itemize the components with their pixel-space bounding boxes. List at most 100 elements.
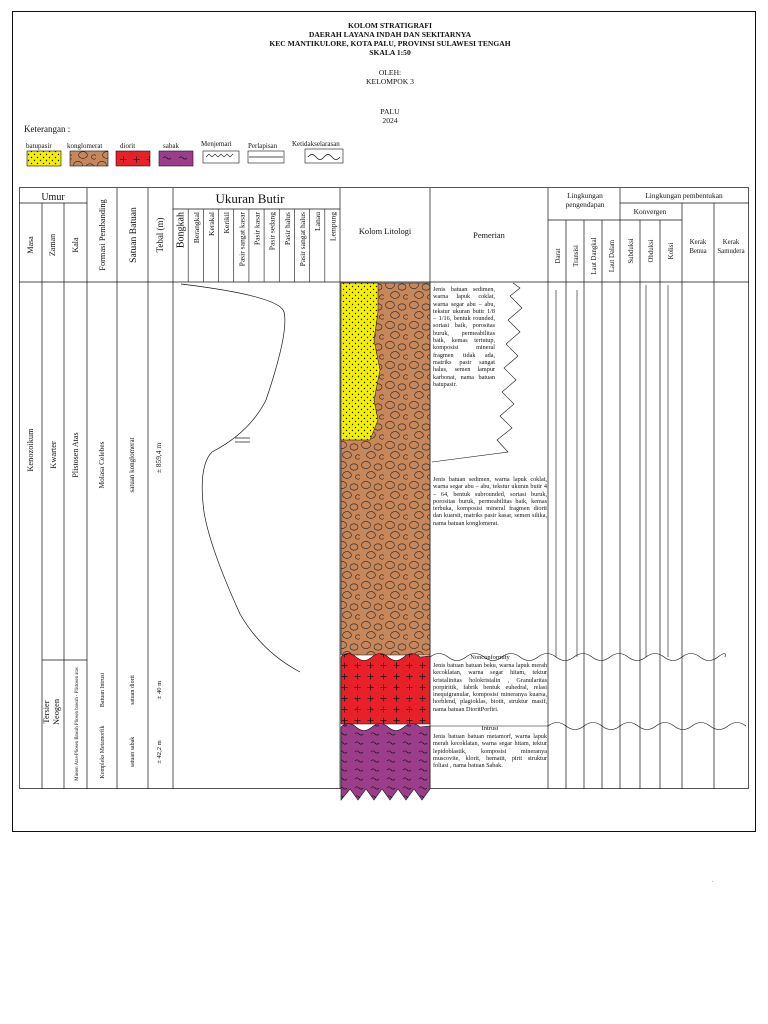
grain-size-label: Bongkah bbox=[176, 212, 187, 248]
grain-size-label: Lanau bbox=[313, 212, 322, 231]
by-label: OLEH: bbox=[379, 68, 401, 77]
lithology-batupasir bbox=[340, 282, 381, 441]
masa-tersier: Tersier bbox=[42, 700, 51, 723]
header-lingkungan-pembentukan: Lingkungan pembentukan bbox=[645, 191, 723, 200]
tebal-konglomerat: ± 859,4 m bbox=[154, 443, 163, 473]
masa-kenozoikum: Kenozoikum bbox=[26, 428, 35, 472]
pemerian-marks bbox=[430, 282, 548, 727]
header-subduksi: Subduksi bbox=[628, 238, 635, 263]
grain-size-label: Kerikil bbox=[222, 212, 231, 234]
title-line-4: SKALA 1:50 bbox=[369, 48, 411, 57]
header-umur: Umur bbox=[41, 192, 65, 203]
formasi-kompleks-metamorfik: Kompleks Metamorfik bbox=[99, 725, 106, 778]
legend: Keterangan : batupasir konglomerat diori… bbox=[24, 124, 344, 167]
environment-marks bbox=[555, 285, 669, 657]
grain-size-label: Pasir sangat halus bbox=[298, 212, 307, 266]
year: 2024 bbox=[382, 116, 397, 125]
zaman-neogen: Neogen bbox=[52, 698, 61, 725]
stray-mark: . bbox=[712, 879, 713, 884]
legend-title: Keterangan : bbox=[24, 124, 70, 134]
grain-size-labels: Bongkah Berangkal Kerakal Kerikil Pasir sang… bbox=[176, 212, 338, 267]
grain-size-profile bbox=[180, 283, 301, 673]
legend-swatch-diorit bbox=[115, 150, 151, 167]
grain-size-label: Pasir halus bbox=[283, 212, 292, 245]
grain-size-label: Berangkal bbox=[192, 212, 201, 243]
grain-size-grid bbox=[187, 209, 326, 282]
legend-swatch-konglomerat bbox=[69, 150, 109, 167]
header-masa: Masa bbox=[26, 236, 35, 254]
header-ukuran-butir: Ukuran Butir bbox=[216, 191, 286, 206]
header-laut-dalam: Laut Dalam bbox=[609, 239, 616, 272]
header-formasi: Formasi Pembanding bbox=[98, 198, 107, 270]
header-lingkungan-pengendapan: Lingkungan pengendapan bbox=[565, 191, 605, 209]
header-darat: Darat bbox=[555, 248, 562, 263]
legend-swatch-ketidakselarasan bbox=[304, 148, 344, 164]
zaman-kwarter: Kwarter bbox=[49, 441, 58, 469]
place: PALU bbox=[380, 107, 400, 116]
legend-label-ketidakselarasan: Ketidakselarasan bbox=[292, 140, 340, 148]
table-grid bbox=[19, 187, 749, 789]
contact-label-nonconformity: Nonconformity bbox=[470, 654, 510, 661]
outer-frame bbox=[12, 11, 756, 832]
description-sabak: Jenis batuan batuan metamorf, warna lapu… bbox=[433, 733, 547, 770]
lithology-column bbox=[340, 282, 431, 801]
header-lingkungan-pengendapan-box: Lingkungan pengendapan bbox=[565, 191, 605, 209]
header-tebal: Tebal (m) bbox=[155, 217, 165, 252]
legend-swatch-batupasir bbox=[26, 150, 62, 167]
header-konvergen: Konvergen bbox=[634, 207, 667, 216]
legend-label-diorit: diorit bbox=[120, 142, 135, 150]
header-zaman: Zaman bbox=[48, 234, 57, 256]
title-line-1: KOLOM STRATIGRAFI bbox=[348, 21, 432, 30]
header-kolisi: Kolisi bbox=[668, 243, 675, 260]
formasi-molasa-celebes: Molasa Celebes bbox=[97, 441, 106, 488]
tebal-sabak: ± 42,2 m bbox=[156, 739, 163, 763]
grain-size-label: Pasir sedang bbox=[268, 212, 277, 250]
header: KOLOM STRATIGRAFI DAERAH LAYANA INDAH DA… bbox=[269, 21, 510, 57]
tebal-diorit: ± 40 m bbox=[156, 680, 163, 700]
kala-miosen-pliosen: Miosen Atas-Pliosen Bawah Pliosen bawah … bbox=[75, 667, 80, 781]
unit-cells: Molasa Celebes satuan konglomerat ± 859,… bbox=[97, 437, 163, 778]
column-headers: Umur Masa Zaman Kala Formasi Pembanding … bbox=[26, 191, 745, 275]
header-satuan: Satuan Batuan bbox=[128, 207, 139, 263]
grain-size-label: Pasir sangat kasar bbox=[237, 212, 246, 267]
lithology-diorit bbox=[340, 653, 431, 725]
grain-size-label: Kerakal bbox=[207, 212, 216, 236]
wavy-line-icon bbox=[307, 154, 341, 160]
legend-label-batupasir: batupasir bbox=[26, 142, 52, 150]
zigzag-icon bbox=[205, 153, 234, 158]
by-name: KELOMPOK 3 bbox=[366, 77, 414, 86]
unconformity-line bbox=[429, 653, 726, 661]
legend-label-sabak: sabak bbox=[163, 142, 179, 150]
satuan-sabak: satuan sabak bbox=[130, 737, 136, 768]
title-line-3: KEC MANTIKULORE, KOTA PALU, PROVINSI SUL… bbox=[269, 39, 510, 48]
description-batupasir: Jenis batuan sedimen, warna lapuk coklat… bbox=[433, 286, 495, 388]
header-transisi: Transisi bbox=[573, 245, 580, 267]
contact-label-intrusi: Intrusi bbox=[482, 725, 499, 732]
formasi-batuan-intrusi: Batuan Intrusi bbox=[100, 673, 106, 707]
header-kerak-benua-1: Kerak bbox=[690, 239, 707, 246]
header-kerak-benua-2: Benua bbox=[689, 248, 706, 255]
header-kala: Kala bbox=[71, 237, 80, 253]
satuan-konglomerat: satuan konglomerat bbox=[128, 437, 136, 492]
lithology-sabak bbox=[340, 723, 431, 801]
legend-swatch-sabak bbox=[158, 150, 194, 167]
legend-label-perlapisan: Perlapisan bbox=[248, 142, 278, 150]
title-line-2: DAERAH LAYANA INDAH DAN SEKITARNYA bbox=[309, 30, 472, 39]
description-diorit: Jenis batuan batuan beku, warna lapuk me… bbox=[433, 662, 547, 713]
grain-size-label: Pasir kasar bbox=[253, 212, 262, 246]
header-kerak-samudera-2: Samudera bbox=[717, 248, 744, 255]
header-obduksi: Obduksi bbox=[648, 239, 655, 262]
age-cells: Kenozoikum Kwarter Plistosen Atas Tersie… bbox=[26, 428, 80, 781]
legend-label-konglomerat: konglomerat bbox=[67, 142, 102, 150]
legend-swatch-menjemari bbox=[202, 150, 240, 164]
grain-size-label: Lempung bbox=[328, 212, 337, 241]
header-kerak-samudera-1: Kerak bbox=[723, 239, 740, 246]
intrusion-wavy-line bbox=[547, 722, 747, 730]
interfinger-contact bbox=[431, 282, 523, 463]
satuan-diorit: satuan diorit bbox=[130, 675, 136, 705]
header-laut-dangkal: Laut Dangkal bbox=[591, 237, 598, 274]
header-pemerian: Pemerian bbox=[473, 231, 505, 240]
legend-label-menjemari: Menjemari bbox=[201, 140, 232, 148]
header-kolom-litologi: Kolom Litologi bbox=[359, 227, 412, 236]
